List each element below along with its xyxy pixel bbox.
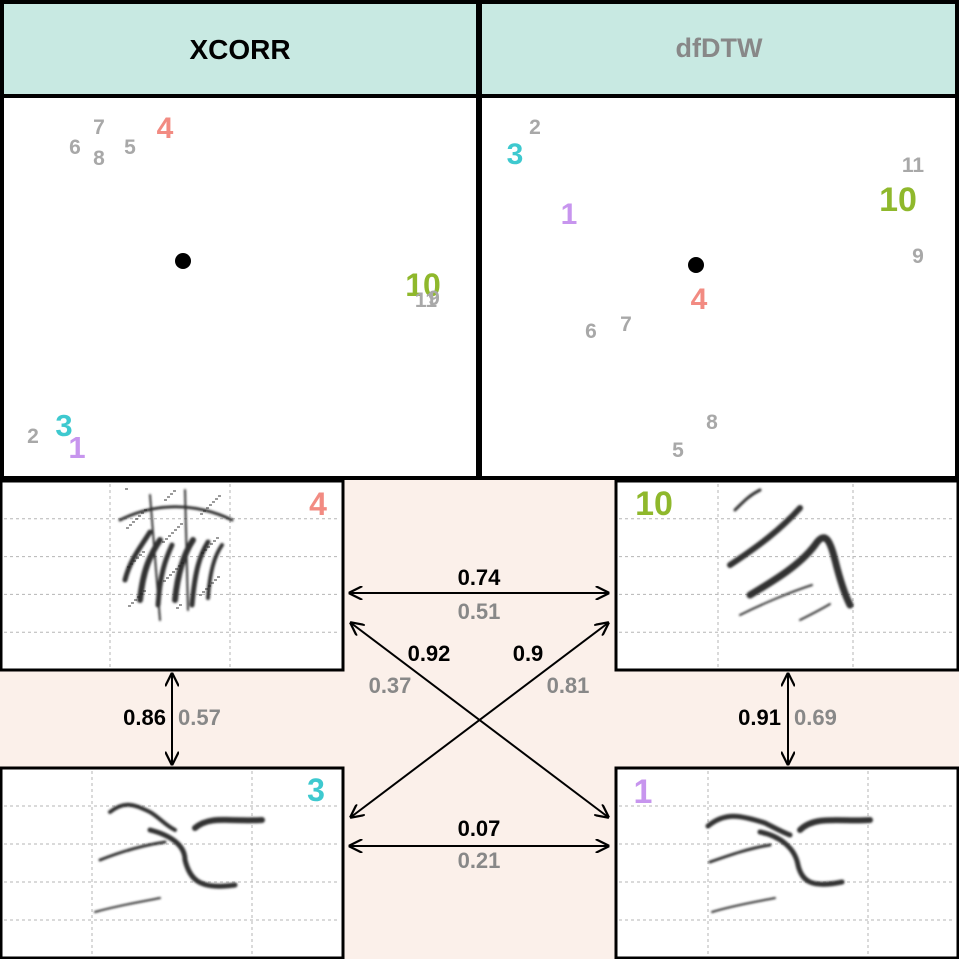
spectrogram-frame [614,766,959,959]
top-dfdtw-value: 0.51 [458,599,501,624]
spectrogram-top-left: 4 [0,479,345,672]
scatter-right-point-label: 9 [912,245,924,268]
spectrogram-top-left-label: 4 [309,486,327,522]
header-right-title: dfDTW [676,33,763,63]
scatter-left-point-label: 11 [415,289,438,312]
scatter-left-point-label: 9 [428,287,440,310]
diag-b-xcorr-value: 0.9 [513,641,544,666]
spectrogram-grid [4,484,340,667]
scatter-right-point-label: 11 [902,154,925,177]
scatter-left-center-dot [175,253,191,269]
scatter-left-point-label: 1 [68,430,85,465]
right-xcorr-value: 0.91 [738,705,781,730]
scatter-left-point-label: 3 [55,408,72,443]
scatter-left-panel [0,94,480,480]
scatter-right-point-label: 4 [691,283,708,316]
spectrogram-bottom-left: 3 [0,766,345,959]
scatter-right-point-label: 7 [620,313,632,336]
arrow-diagonal-b [351,623,608,817]
scatter-right-center-dot [688,257,704,273]
right-dfdtw-value: 0.69 [794,705,837,730]
scatter-right-point-label: 5 [672,439,684,462]
spectrogram-frame [0,479,345,672]
spectrogram-top-right-label: 10 [635,485,673,523]
scatter-right-point-label: 2 [529,116,541,139]
scatter-right-point-label: 8 [706,411,718,434]
bottom-xcorr-value: 0.07 [458,816,501,841]
spectrogram-top-right: 10 [614,479,959,672]
spectrogram-speckle [125,488,221,609]
spectrogram-traces [727,488,854,621]
spectrogram-frame [0,766,345,959]
spectrogram-traces [705,813,873,913]
left-xcorr-value: 0.86 [123,705,166,730]
scatter-left-point-label: 8 [93,147,105,170]
diag-a-dfdtw-value: 0.37 [369,673,412,698]
scatter-right-point-label: 3 [507,138,524,171]
spectrogram-traces [94,802,265,913]
left-dfdtw-value: 0.57 [178,705,221,730]
arrows [172,593,788,846]
scatter-right-panel [478,94,959,480]
scatter-right-point-label: 10 [879,181,917,219]
header-left-title: XCORR [189,34,290,65]
scatter-left-point-label: 10 [405,267,441,303]
scatter-right-point-label: 6 [585,320,597,343]
scatter-left-point-label: 2 [27,425,39,448]
spectrogram-grid [4,771,340,955]
scatter-left-point-label: 7 [93,116,105,139]
top-xcorr-value: 0.74 [458,565,502,590]
scatter-left-point-label: 4 [157,112,174,145]
scatter-left-point-label: 6 [69,136,81,159]
scatter-left-point-label: 5 [124,136,136,159]
diag-b-dfdtw-value: 0.81 [547,673,590,698]
spectrogram-bottom-right-label: 1 [634,773,653,811]
diag-a-xcorr-value: 0.92 [408,641,451,666]
spectrogram-bottom-left-label: 3 [307,772,325,808]
scatter-right-point-label: 1 [561,198,578,231]
bottom-dfdtw-value: 0.21 [458,848,501,873]
similarity-values: 0.74 0.51 0.07 0.21 0.92 0.37 0.9 0.81 0… [123,565,837,873]
spectrogram-bottom-right: 1 [614,766,959,959]
spectrogram-traces [118,489,234,621]
